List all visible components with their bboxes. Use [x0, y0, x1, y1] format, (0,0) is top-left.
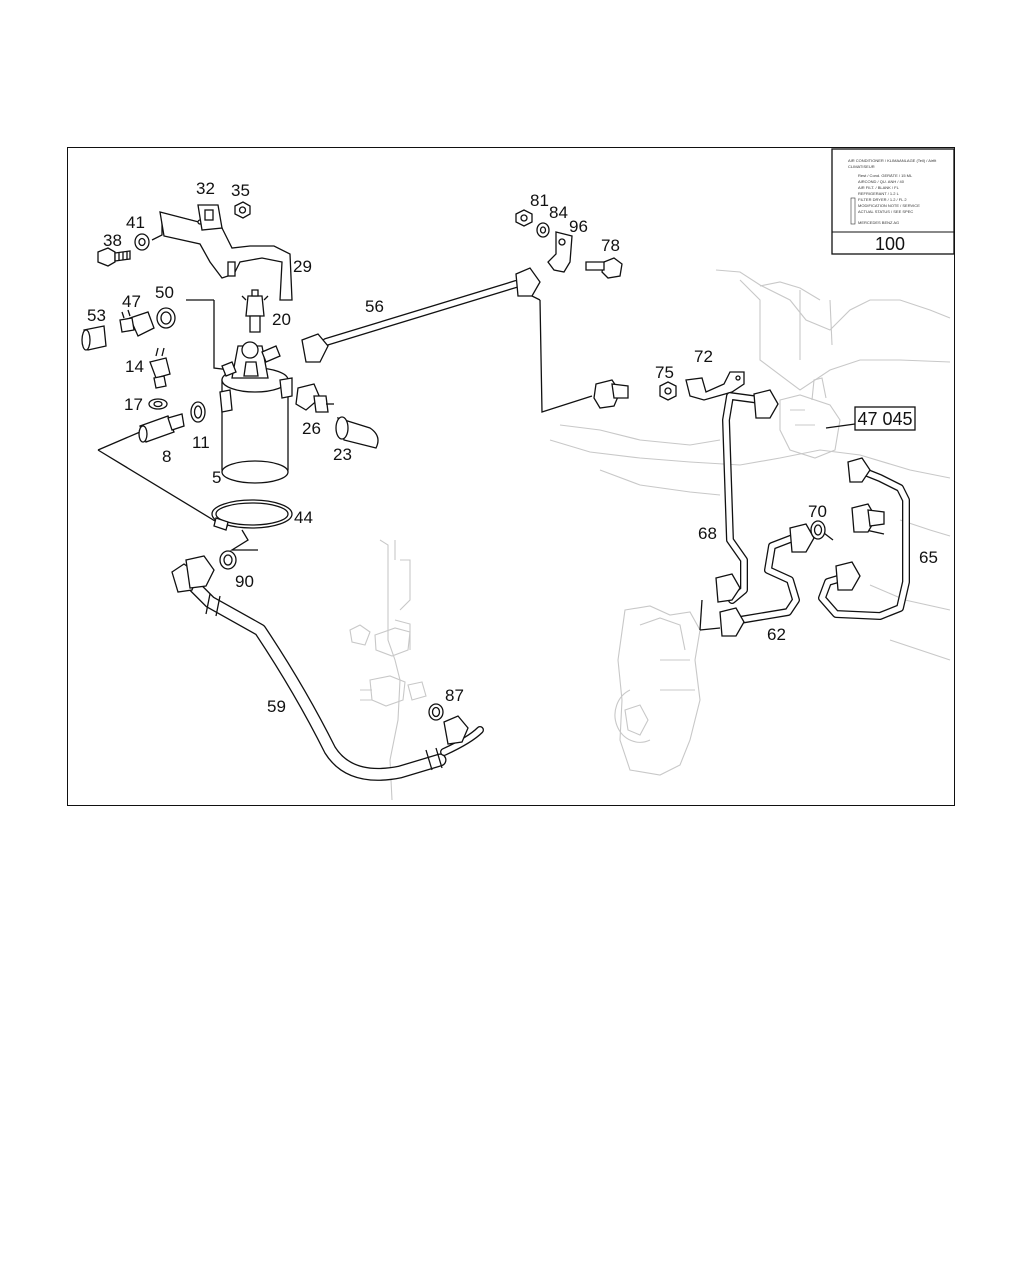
washer-84	[536, 222, 550, 238]
washer-41	[134, 233, 150, 251]
adapter-8	[138, 413, 185, 443]
o-ring-50	[156, 307, 176, 329]
legend-line-3: AIRCOND / QU. ANH / 40	[858, 179, 905, 184]
o-ring-90	[219, 550, 237, 570]
o-ring-70	[810, 520, 826, 540]
legend-line-5: REFRIGERANT / 1.2 L	[858, 191, 900, 196]
label-41: 41	[126, 213, 145, 232]
label-50: 50	[155, 283, 174, 302]
label-87: 87	[445, 686, 464, 705]
label-23: 23	[333, 445, 352, 464]
legend-number: 100	[875, 234, 905, 254]
label-20: 20	[272, 310, 291, 329]
label-56: 56	[365, 297, 384, 316]
label-78: 78	[601, 236, 620, 255]
label-17: 17	[124, 395, 143, 414]
sensor-26	[295, 383, 334, 413]
label-53: 53	[87, 306, 106, 325]
clip-32	[197, 204, 223, 231]
label-96: 96	[569, 217, 588, 236]
label-11: 11	[192, 433, 210, 452]
label-32: 32	[196, 179, 215, 198]
legend-line-9: MERCEDES BENZ AG	[858, 220, 899, 225]
label-5: 5	[212, 468, 221, 487]
label-8: 8	[162, 447, 171, 466]
label-14: 14	[125, 357, 144, 376]
label-90: 90	[235, 572, 254, 591]
label-47: 47	[122, 292, 141, 311]
gasket-17	[148, 398, 168, 410]
legend-line-0: AIR CONDITIONER / KLIMAANLAGE (Teil) / A…	[848, 158, 937, 163]
nut-35	[234, 201, 251, 219]
background-engine-outline	[349, 269, 951, 801]
label-59: 59	[267, 697, 286, 716]
legend-line-7: MODIFICATION NOTE / SERVICE	[858, 203, 920, 208]
legend-line-6: FILTER DRYER / 1.2 / FL 2	[858, 197, 907, 202]
clip-96	[547, 231, 573, 273]
label-81: 81	[530, 191, 549, 210]
reference-box-text: 47 045	[857, 409, 912, 429]
label-62: 62	[767, 625, 786, 644]
pipe-56	[301, 267, 541, 363]
label-29: 29	[293, 257, 312, 276]
fitting-56-lower	[593, 379, 629, 409]
nut-81	[515, 209, 533, 227]
clamp-44	[211, 499, 293, 531]
pipe-62	[719, 523, 815, 637]
legend-line-1: CLIMATISEUR	[848, 164, 875, 169]
o-ring-11	[190, 401, 206, 423]
pipe-65	[818, 457, 910, 620]
bolt-38	[97, 247, 131, 267]
nut-75	[659, 381, 677, 401]
legend-line-2: Rest / Cond. GERÄTE / 15 ML	[858, 173, 913, 178]
legend-line-8: ACTUAL STATUS / SEE SPEC	[858, 209, 913, 214]
label-70: 70	[808, 502, 827, 521]
bracket-72	[685, 371, 745, 401]
switch-47	[119, 309, 155, 337]
label-68: 68	[698, 524, 717, 543]
bolt-78	[585, 257, 623, 279]
label-26: 26	[302, 419, 321, 438]
switch-20	[241, 289, 269, 333]
part-number-labels: 32 35 41 38 29 20 50 47 53 14 17 11 8 5 …	[87, 179, 938, 716]
bracket-29	[159, 211, 293, 301]
hose-59	[171, 555, 484, 781]
label-84: 84	[549, 203, 568, 222]
legend-box: AIR CONDITIONER / KLIMAANLAGE (Teil) / A…	[831, 148, 955, 255]
switch-14	[149, 347, 171, 389]
cap-53	[81, 325, 107, 351]
cap-23	[335, 416, 379, 449]
fitting-70-right	[851, 503, 885, 533]
label-65: 65	[919, 548, 938, 567]
label-35: 35	[231, 181, 250, 200]
pipe-68	[715, 389, 779, 604]
label-75: 75	[655, 363, 674, 382]
label-44: 44	[294, 508, 313, 527]
o-ring-87	[428, 703, 444, 721]
receiver-dryer-5	[219, 341, 293, 484]
legend-line-4: AIR FILT. / BLANK / FL	[858, 185, 900, 190]
reference-box: 47 045	[854, 406, 916, 431]
label-38: 38	[103, 231, 122, 250]
label-72: 72	[694, 347, 713, 366]
